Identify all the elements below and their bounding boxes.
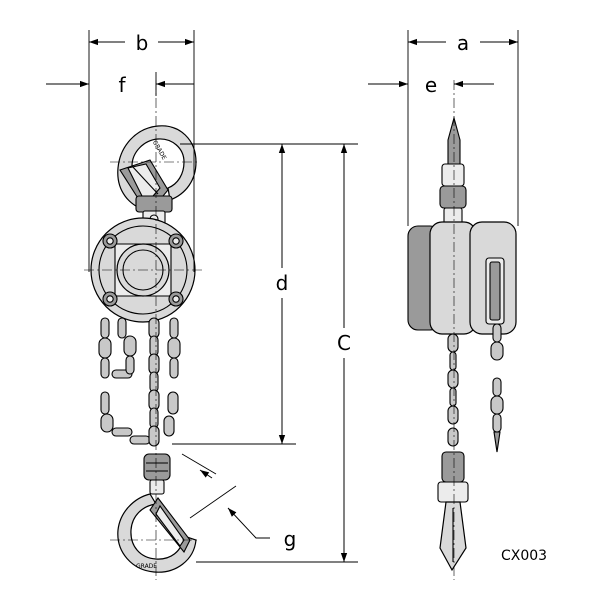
dimension-d: d [172,143,296,445]
dimension-a: a [407,30,519,226]
bottom-hook: GRADE [117,453,197,573]
svg-text:GRADE: GRADE [136,563,157,570]
top-hook: GRADE [117,125,197,228]
dimension-e: e [368,73,494,97]
dimension-e-label: e [425,73,437,97]
dimension-f-label: f [118,73,126,97]
dimension-c-label: C [337,331,351,355]
dimension-b-label: b [136,31,149,55]
dimension-d-label: d [276,271,289,295]
dimension-a-label: a [457,31,469,55]
hand-chain-loop [98,317,181,445]
dimension-g: g [181,453,297,551]
load-chain [148,317,160,447]
drawing-code: CX003 [501,548,547,564]
svg-text:GRADE: GRADE [151,139,168,161]
dimension-f: f [46,72,194,97]
dimension-c: C [196,143,358,563]
side-view [407,115,517,572]
front-view: GRADE [90,125,197,573]
dimension-b: b [88,30,195,272]
dimension-g-label: g [284,527,297,551]
